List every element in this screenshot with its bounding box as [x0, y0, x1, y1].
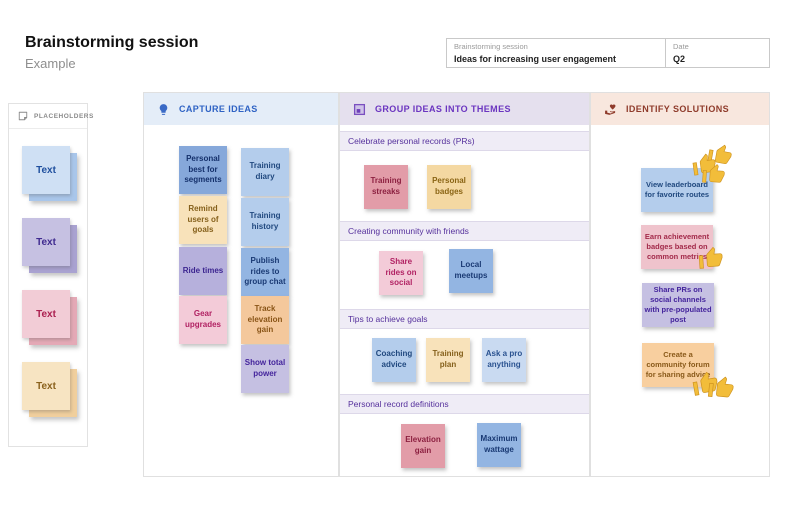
sticky-note[interactable]: Ask a pro anything: [482, 338, 526, 382]
note-stack-front[interactable]: Text: [22, 362, 70, 410]
column-capture-ideas: CAPTURE IDEAS Personal best for segments…: [143, 92, 339, 477]
sticky-note[interactable]: Ride times: [179, 247, 227, 295]
sticky-note[interactable]: Gear upgrades: [179, 296, 227, 344]
sticky-note[interactable]: Elevation gain: [401, 424, 445, 468]
sticky-note[interactable]: Publish rides to group chat: [241, 248, 289, 296]
note-stack-front[interactable]: Text: [22, 290, 70, 338]
session-topic-cell[interactable]: Brainstorming session Ideas for increasi…: [447, 39, 666, 67]
section-header[interactable]: Creating community with friends: [340, 221, 589, 241]
sticky-note[interactable]: Show total power: [241, 345, 289, 393]
session-topic-label: Brainstorming session: [454, 42, 528, 51]
frame-icon: [353, 103, 366, 115]
sticky-note[interactable]: Training streaks: [364, 165, 408, 209]
hand-heart-icon: [605, 104, 616, 115]
sticky-note[interactable]: Coaching advice: [372, 338, 416, 382]
placeholders-header: PLACEHOLDERS: [9, 104, 93, 129]
session-date-value[interactable]: Q2: [673, 53, 686, 64]
column-group-ideas: GROUP IDEAS INTO THEMES Celebrate person…: [339, 92, 590, 477]
session-date-label: Date: [673, 42, 689, 51]
session-date-cell[interactable]: Date Q2: [666, 39, 769, 67]
page-subtitle[interactable]: Example: [25, 56, 76, 71]
section-header[interactable]: Tips to achieve goals: [340, 309, 589, 329]
note-stack-front[interactable]: Text: [22, 146, 70, 194]
column-identify-solutions: IDENTIFY SOLUTIONS View leaderboard for …: [590, 92, 770, 477]
column-header-capture-ideas[interactable]: CAPTURE IDEAS: [144, 93, 338, 125]
thumbs-up-icon[interactable]: [706, 372, 737, 403]
sticky-note[interactable]: Training history: [241, 198, 289, 246]
page-title[interactable]: Brainstorming session: [25, 34, 199, 51]
column-header-identify-solutions[interactable]: IDENTIFY SOLUTIONS: [591, 93, 769, 125]
column-title: GROUP IDEAS INTO THEMES: [375, 104, 511, 114]
section-header[interactable]: Celebrate personal records (PRs): [340, 131, 589, 151]
sticky-note[interactable]: Track elevation gain: [241, 296, 289, 344]
sticky-note[interactable]: Local meetups: [449, 249, 493, 293]
sticky-note[interactable]: Personal badges: [427, 165, 471, 209]
sticky-note[interactable]: View leaderboard for favorite routes: [641, 168, 713, 212]
column-title: CAPTURE IDEAS: [179, 104, 258, 114]
placeholders-title: PLACEHOLDERS: [34, 112, 94, 120]
sticky-note[interactable]: Remind users of goals: [179, 196, 227, 244]
placeholder-note-yellow[interactable]: Text: [22, 362, 77, 417]
placeholder-note-pink[interactable]: Text: [22, 290, 77, 345]
sticky-note[interactable]: Share PRs on social channels with pre-po…: [642, 283, 714, 327]
placeholder-note-purple[interactable]: Text: [22, 218, 77, 273]
sticky-note[interactable]: Maximum wattage: [477, 423, 521, 467]
column-title: IDENTIFY SOLUTIONS: [626, 104, 730, 114]
sticky-note[interactable]: Training diary: [241, 148, 289, 196]
sticky-note[interactable]: Training plan: [426, 338, 470, 382]
thumbs-up-icon[interactable]: [700, 160, 727, 187]
thumbs-up-icon[interactable]: [696, 243, 725, 272]
sticky-note[interactable]: Personal best for segments: [179, 146, 227, 194]
note-stack-front[interactable]: Text: [22, 218, 70, 266]
session-topic-value[interactable]: Ideas for increasing user engagement: [454, 53, 617, 64]
lightbulb-icon: [159, 103, 168, 115]
placeholder-note-blue[interactable]: Text: [22, 146, 77, 201]
section-header[interactable]: Personal record definitions: [340, 394, 589, 414]
sticky-note[interactable]: Share rides on social: [379, 251, 423, 295]
session-info-table: Brainstorming session Ideas for increasi…: [446, 38, 770, 68]
column-header-group-ideas[interactable]: GROUP IDEAS INTO THEMES: [340, 93, 589, 125]
thumbs-up-icon[interactable]: [689, 149, 718, 178]
sticky-note-icon: [18, 111, 28, 121]
placeholders-panel: PLACEHOLDERS Text Text Text Text: [8, 103, 93, 447]
